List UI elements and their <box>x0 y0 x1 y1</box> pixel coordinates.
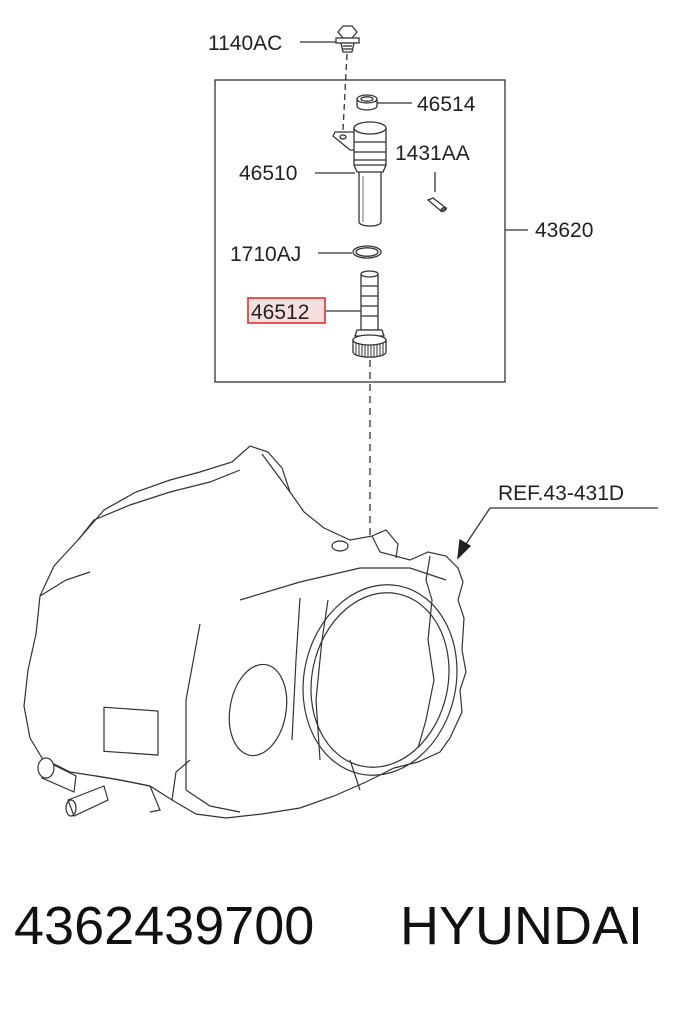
label-reference[interactable]: REF.43-431D <box>498 482 624 505</box>
reference-leader-line <box>461 507 658 551</box>
label-bolt[interactable]: 1140AC <box>208 32 282 55</box>
o-ring-part[interactable] <box>352 245 382 259</box>
label-assembly[interactable]: 43620 <box>535 219 593 242</box>
label-sensor-housing[interactable]: 46510 <box>239 162 297 185</box>
label-pin[interactable]: 1431AA <box>395 142 470 165</box>
driven-gear-part[interactable] <box>352 270 387 358</box>
transmission-housing <box>23 445 467 819</box>
seal-part[interactable] <box>356 94 378 111</box>
label-seal[interactable]: 46514 <box>417 93 476 116</box>
label-o-ring[interactable]: 1710AJ <box>230 243 301 266</box>
footer: 4362439700 HYUNDAI <box>0 895 680 985</box>
highlight-box <box>247 297 326 324</box>
assembly-box <box>214 79 506 383</box>
reference-arrow-icon <box>457 538 472 560</box>
bolt-part[interactable] <box>335 25 360 53</box>
sensor-housing-part[interactable] <box>332 121 387 227</box>
parts-diagram: 1140AC 46514 1431AA 46510 43620 1710AJ 4… <box>23 25 658 819</box>
pin-part[interactable] <box>426 197 448 213</box>
brand-name: HYUNDAI <box>400 896 644 956</box>
bolt-axis-line <box>342 53 348 131</box>
part-number: 4362439700 <box>14 896 315 956</box>
label-driven-gear[interactable]: 46512 <box>251 301 309 324</box>
